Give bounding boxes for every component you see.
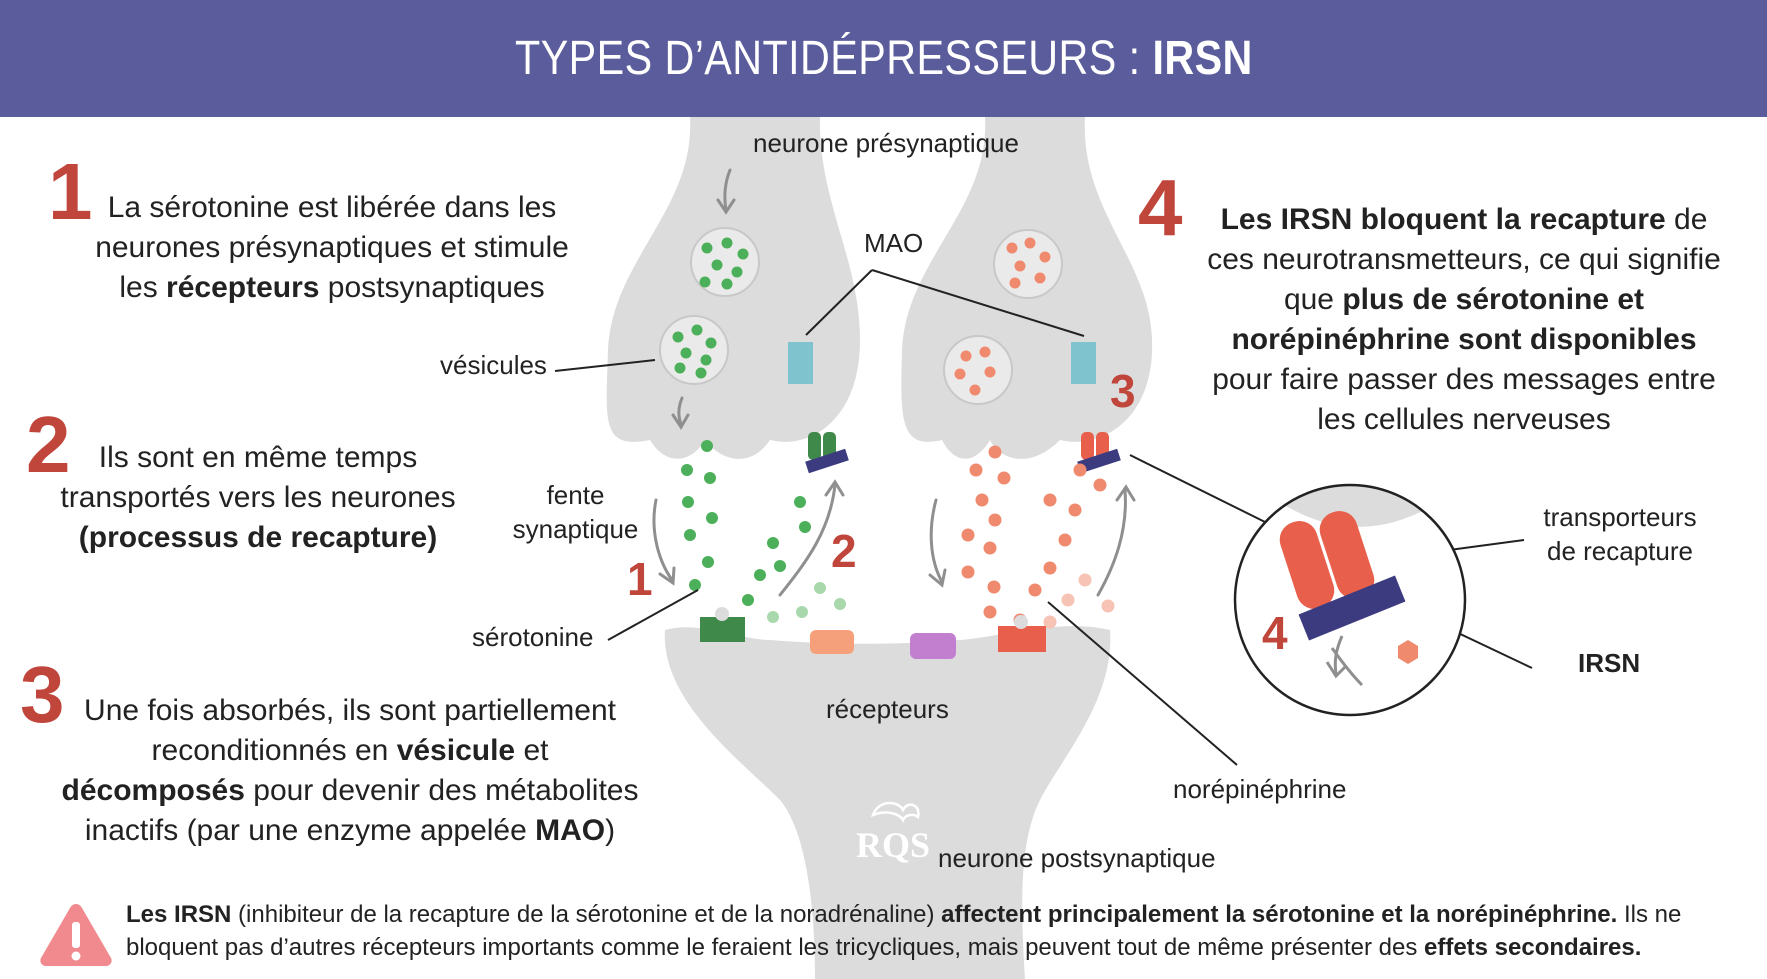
step-3-number: 3 [20, 650, 65, 739]
text-run: de ces neurotransmetteurs, ce qui signif… [1207, 203, 1721, 316]
header-banner: TYPES D’ANTIDÉPRESSEURS : IRSN [0, 0, 1767, 117]
mao-enzyme-left [788, 342, 813, 384]
text-run: et [515, 734, 549, 767]
zoom-number-4: 4 [1262, 607, 1288, 659]
transporter-right [1077, 432, 1121, 474]
receptor-orange [810, 630, 854, 654]
label-cleft-line1: fente [546, 480, 605, 510]
transporter-left [805, 432, 849, 474]
step-2-number: 2 [26, 400, 71, 489]
footer-note: Les IRSN (inhibiteur de la recapture de … [126, 898, 1746, 964]
serotonin-molecules [681, 440, 811, 606]
rqs-logo: RQS [856, 801, 930, 865]
norepinephrine-molecules [961, 445, 1107, 627]
label-serotonin: sérotonine [472, 622, 594, 652]
text-run: pour devenir des métabolites inactifs (p… [84, 774, 639, 847]
text-run: postsynaptiques [319, 271, 545, 304]
vesicle-right-bottom [943, 335, 1013, 405]
label-vesicles: vésicules [440, 350, 547, 380]
text-run: (inhibiteur de la recapture de la séroto… [231, 901, 942, 928]
diagram-number-3: 3 [1110, 365, 1136, 417]
warning-icon [40, 904, 112, 966]
diagram-number-2: 2 [831, 525, 857, 577]
title-bold: IRSN [1152, 32, 1253, 85]
zoom-circle [1233, 483, 1467, 717]
text-run: plus de sérotonine et norépinéphrine son… [1231, 283, 1697, 356]
receptor-green [700, 617, 745, 642]
label-irsn: IRSN [1578, 648, 1641, 678]
step-4-number: 4 [1138, 163, 1183, 252]
text-run: décomposés [61, 774, 245, 807]
text-run: Ils sont en même temps transportés vers … [60, 441, 456, 514]
label-transporters-line2: de recapture [1547, 536, 1693, 566]
text-run: La sérotonine est libérée dans les neuro… [95, 191, 569, 304]
page-title: TYPES D’ANTIDÉPRESSEURS : IRSN [515, 31, 1253, 86]
logo-letters: RQS [856, 825, 930, 865]
text-run: (processus de recapture) [78, 521, 438, 554]
text-run: Une fois absorbés, ils sont partiellemen… [84, 694, 616, 767]
receptor-purple [910, 633, 956, 659]
flow-arrows [652, 168, 1136, 597]
text-run: effets secondaires. [1423, 934, 1642, 961]
vesicle-left-bottom [659, 315, 729, 385]
label-synaptic-cleft: fente synaptique [508, 478, 643, 546]
step-1-text: La sérotonine est libérée dans les neuro… [92, 188, 572, 308]
text-run: affectent principalement la sérotonine e… [941, 901, 1618, 928]
label-presynaptic-neuron: neurone présynaptique [753, 128, 1019, 158]
text-run: Les IRSN [126, 901, 232, 928]
norepinephrine-molecules-faded [1043, 573, 1115, 629]
step-2-text: Ils sont en même temps transportés vers … [58, 438, 458, 558]
label-cleft-line2: synaptique [512, 514, 639, 544]
step-3-text: Une fois absorbés, ils sont partiellemen… [60, 691, 640, 851]
step-4-text: Les IRSN bloquent la recapture de ces ne… [1200, 200, 1728, 440]
vesicle-left-top [690, 227, 760, 297]
label-mao: MAO [864, 228, 924, 258]
text-run: pour faire passer des messages entre les… [1212, 363, 1716, 436]
receptor-red [998, 626, 1046, 652]
text-run: Ils ne bloquent pas d’autres récepteurs … [126, 901, 1682, 961]
text-run: Les IRSN bloquent la recapture [1220, 203, 1666, 236]
text-run: récepteurs [166, 271, 320, 304]
label-norepinephrine: norépinéphrine [1173, 774, 1347, 804]
mao-enzyme-right [1071, 342, 1096, 384]
text-run: vésicule [396, 734, 516, 767]
label-postsynaptic-neuron: neurone postsynaptique [938, 843, 1216, 873]
step-1-number: 1 [48, 147, 93, 236]
text-run: ) [605, 814, 616, 847]
diagram-number-1: 1 [627, 553, 653, 605]
vesicle-right-top [993, 229, 1063, 299]
title-prefix: TYPES D’ANTIDÉPRESSEURS : [514, 32, 1153, 85]
serotonin-molecules-faded [767, 582, 846, 623]
text-run: MAO [535, 814, 606, 847]
label-receptors: récepteurs [826, 694, 949, 724]
label-transporters-line1: transporteurs [1543, 502, 1697, 532]
label-reuptake-transporters: transporteurs de recapture [1530, 500, 1710, 568]
